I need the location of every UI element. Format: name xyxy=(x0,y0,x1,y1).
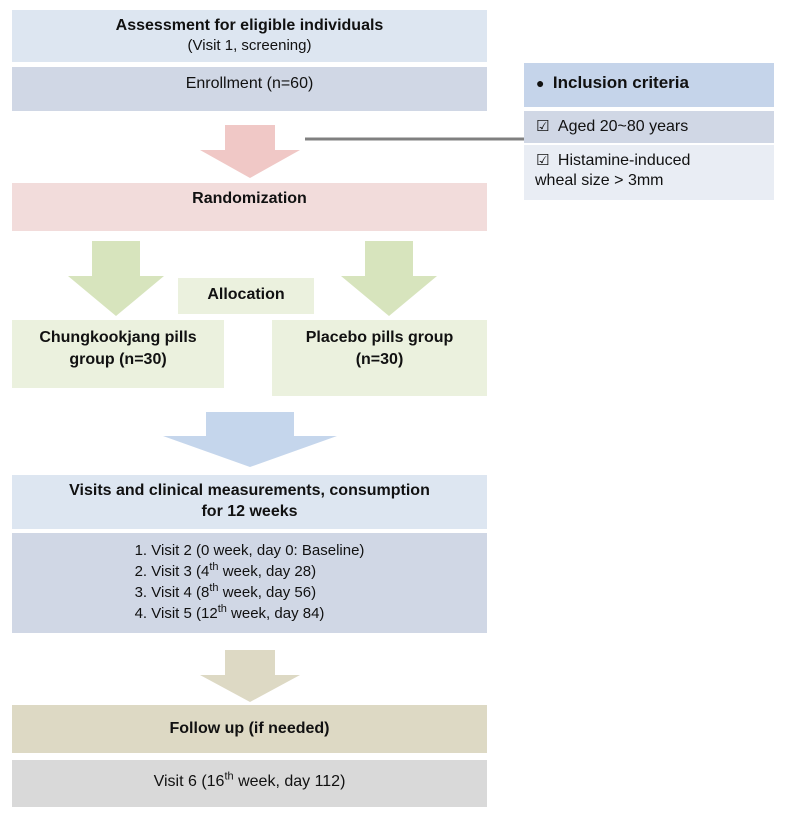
followup-box: Follow up (if needed) xyxy=(12,705,487,753)
arrow-to-randomization xyxy=(200,125,300,178)
inclusion-item-label: Histamine-induced xyxy=(557,152,691,169)
followup-title: Follow up (if needed) xyxy=(169,720,330,737)
visit-item: 1. Visit 2 (0 week, day 0: Baseline) xyxy=(134,542,365,559)
allocation-box: Allocation xyxy=(178,278,314,314)
assessment-title: Assessment for eligible individuals xyxy=(115,17,384,34)
assessment-box: Assessment for eligible individuals (Vis… xyxy=(12,10,487,62)
inclusion-title: Inclusion criteria xyxy=(552,73,689,92)
placebo-group-box: Placebo pills group (n=30) xyxy=(272,320,487,396)
visits-list-box: 1. Visit 2 (0 week, day 0: Baseline) 2. … xyxy=(12,533,487,633)
visits-header-box: Visits and clinical measurements, consum… xyxy=(12,475,487,529)
followup-visit-label: Visit 6 (16th week, day 112) xyxy=(153,770,346,790)
visits-title-line1: Visits and clinical measurements, consum… xyxy=(69,482,430,499)
assessment-subtitle: (Visit 1, screening) xyxy=(187,37,312,54)
visit-item: 2. Visit 3 (4th week, day 28) xyxy=(134,561,317,581)
allocation-label: Allocation xyxy=(207,286,285,303)
enrollment-label: Enrollment (n=60) xyxy=(185,75,314,92)
inclusion-item-age: ☑ Aged 20~80 years xyxy=(524,111,774,143)
visit-item: 4. Visit 5 (12th week, day 84) xyxy=(134,603,325,623)
checkbox-icon: ☑ xyxy=(536,118,550,135)
placebo-group-line1: Placebo pills group xyxy=(305,329,454,346)
inclusion-header: ● Inclusion criteria xyxy=(524,63,774,107)
arrow-to-followup xyxy=(200,650,300,702)
followup-visit-box: Visit 6 (16th week, day 112) xyxy=(12,760,487,807)
visits-title-line2: for 12 weeks xyxy=(201,503,298,520)
chungkookjang-group-line1: Chungkookjang pills xyxy=(39,329,197,346)
checkbox-icon: ☑ xyxy=(536,152,550,169)
chungkookjang-group-line2: group (n=30) xyxy=(69,351,167,368)
randomization-box: Randomization xyxy=(12,183,487,231)
arrow-to-right-group xyxy=(341,241,437,316)
arrow-to-visits xyxy=(163,412,337,467)
visit-item: 3. Visit 4 (8th week, day 56) xyxy=(134,582,317,602)
inclusion-connector-line xyxy=(305,137,525,141)
bullet-icon: ● xyxy=(536,75,545,91)
arrow-to-left-group xyxy=(68,241,164,316)
chungkookjang-group-box: Chungkookjang pills group (n=30) xyxy=(12,320,224,388)
inclusion-item-label: wheal size > 3mm xyxy=(535,172,664,189)
randomization-label: Randomization xyxy=(192,190,307,207)
enrollment-box: Enrollment (n=60) xyxy=(12,67,487,111)
inclusion-item-wheal: ☑ Histamine-induced wheal size > 3mm xyxy=(524,145,774,200)
inclusion-item-label: Aged 20~80 years xyxy=(557,118,689,135)
placebo-group-line2: (n=30) xyxy=(355,351,404,368)
